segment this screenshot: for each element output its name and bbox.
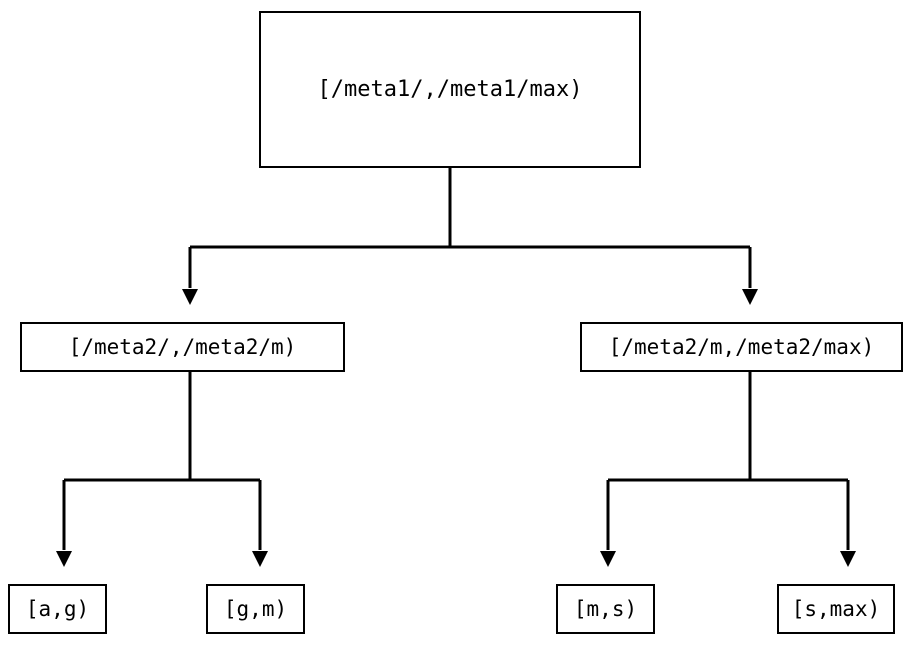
arrowhead-icon-to-mid-right [742,289,758,305]
tree-node-mid-left-label: [/meta2/,/meta2/m) [68,334,297,359]
arrowhead-icon-to-leaf-ag [56,551,72,567]
tree-node-leaf-smax-label: [s,max) [791,596,881,621]
tree-node-leaf-smax[interactable]: [s,max) [777,584,895,634]
tree-node-root[interactable]: [/meta1/,/meta1/max) [259,11,641,168]
tree-node-leaf-gm[interactable]: [g,m) [206,584,305,634]
tree-node-leaf-gm-label: [g,m) [223,596,288,621]
tree-node-leaf-ag[interactable]: [a,g) [8,584,107,634]
arrowhead-icon-to-leaf-smax [840,551,856,567]
arrowhead-icon-to-leaf-gm [252,551,268,567]
arrowhead-icon-to-mid-left [182,289,198,305]
tree-node-leaf-ag-label: [a,g) [25,596,90,621]
tree-node-leaf-ms[interactable]: [m,s) [556,584,655,634]
tree-node-root-label: [/meta1/,/meta1/max) [317,76,583,102]
tree-node-mid-left[interactable]: [/meta2/,/meta2/m) [20,322,345,372]
tree-node-leaf-ms-label: [m,s) [573,596,638,621]
tree-node-mid-right-label: [/meta2/m,/meta2/max) [608,334,875,359]
tree-node-mid-right[interactable]: [/meta2/m,/meta2/max) [580,322,903,372]
arrowhead-icon-to-leaf-ms [600,551,616,567]
